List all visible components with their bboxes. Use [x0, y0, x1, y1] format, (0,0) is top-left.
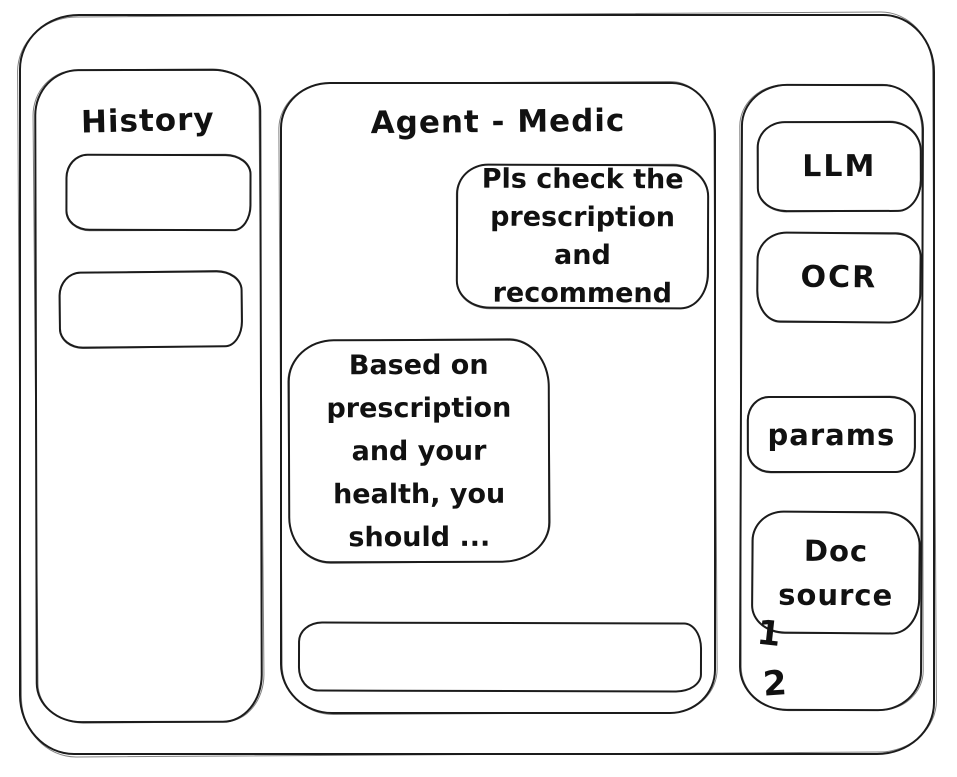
app-window-frame: History Agent - Medic Pls check the pres…: [19, 14, 935, 755]
chat-title: Agent - Medic: [370, 102, 626, 142]
params-button-label: params: [767, 417, 896, 452]
chat-input[interactable]: [297, 621, 703, 693]
llm-button[interactable]: LLM: [756, 120, 922, 213]
history-sidebar: History: [34, 68, 263, 724]
assistant-message-text: Based on prescription and your health, y…: [326, 349, 512, 553]
history-item-2[interactable]: [58, 270, 244, 349]
assistant-message-bubble: Based on prescription and your health, y…: [287, 338, 551, 564]
user-message-text: Pls check the prescription and recommend: [481, 163, 684, 309]
user-message-bubble: Pls check the prescription and recommend: [455, 163, 710, 310]
history-title: History: [80, 101, 215, 141]
doc-source-button-label: Doc source: [778, 533, 894, 612]
tools-sidebar: LLM OCR params Doc source 1 2: [738, 83, 925, 712]
chat-panel: Agent - Medic Pls check the prescription…: [280, 82, 716, 714]
annotation-2: 2: [761, 663, 788, 705]
ocr-button[interactable]: OCR: [756, 231, 922, 324]
ocr-button-label: OCR: [800, 259, 878, 296]
llm-button-label: LLM: [802, 148, 877, 185]
params-button[interactable]: params: [746, 395, 916, 473]
history-item-1[interactable]: [65, 153, 252, 232]
annotation-1: 1: [755, 612, 783, 655]
